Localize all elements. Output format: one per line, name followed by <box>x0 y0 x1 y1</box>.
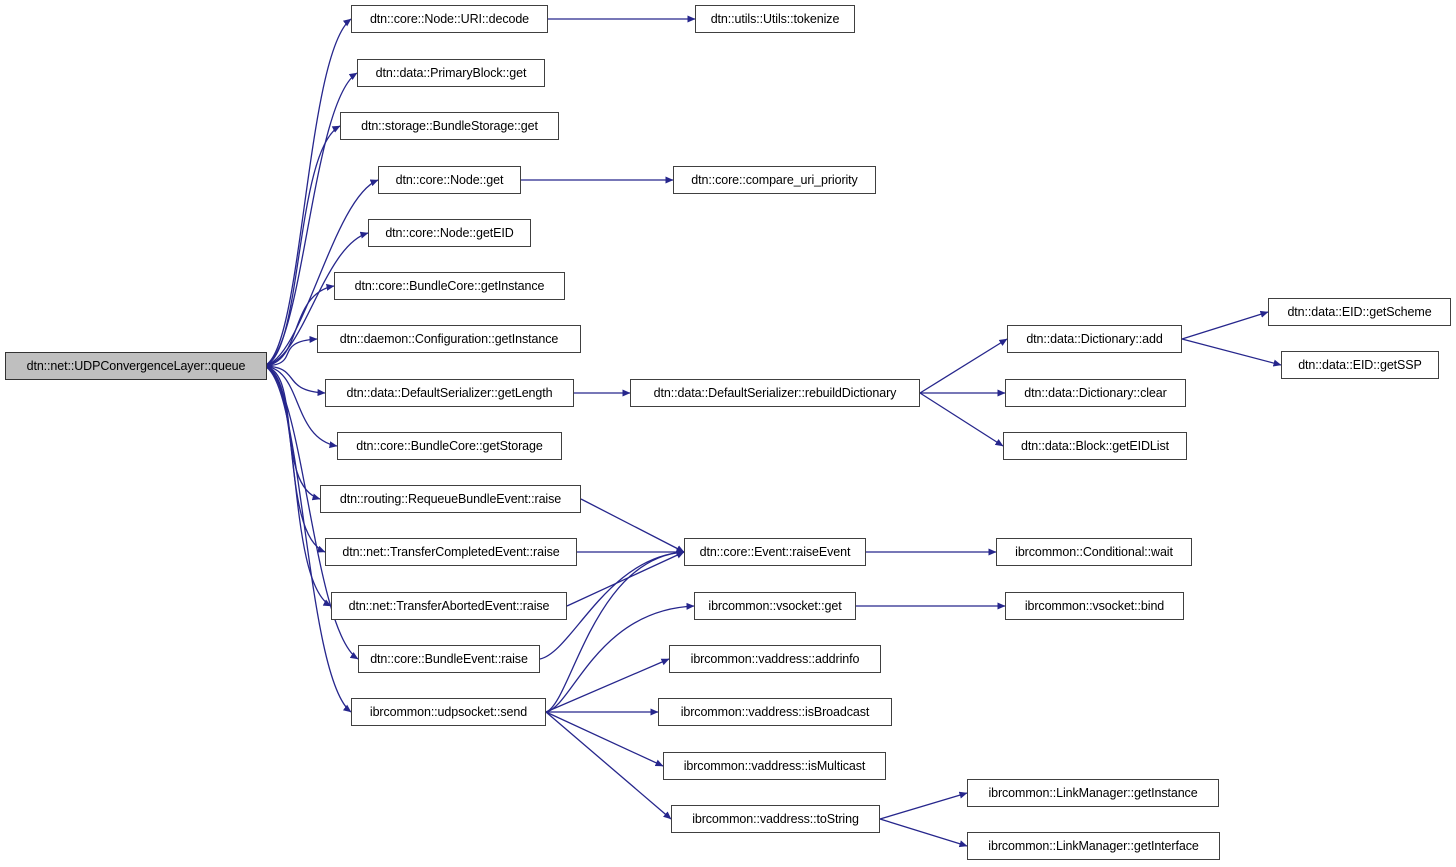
graph-edge-udpsocket_send-to-vaddr_tostring <box>545 711 672 820</box>
graph-node-bundleevent_raise[interactable]: dtn::core::BundleEvent::raise <box>358 645 540 673</box>
graph-node-label: dtn::data::EID::getScheme <box>1287 304 1432 319</box>
graph-node-eid_getssp[interactable]: dtn::data::EID::getSSP <box>1281 351 1439 379</box>
graph-node-vsocket_get[interactable]: ibrcommon::vsocket::get <box>694 592 856 620</box>
graph-node-label: ibrcommon::LinkManager::getInstance <box>988 785 1198 800</box>
graph-edge-queue-to-node_get <box>262 179 379 367</box>
graph-edge-requeue_raise-to-event_raiseevent <box>580 498 685 553</box>
graph-edge-queue-to-node_geteid <box>262 231 369 367</box>
graph-edge-queue-to-ser_getlength <box>262 365 326 397</box>
graph-node-label: dtn::core::Node::get <box>395 172 504 187</box>
graph-node-label: dtn::net::TransferCompletedEvent::raise <box>342 544 560 559</box>
graph-node-node_geteid[interactable]: dtn::core::Node::getEID <box>368 219 531 247</box>
graph-node-bundlestorage_get[interactable]: dtn::storage::BundleStorage::get <box>340 112 559 140</box>
graph-node-event_raiseevent[interactable]: dtn::core::Event::raiseEvent <box>684 538 866 566</box>
graph-edge-udpsocket_send-to-vaddr_addrinfo <box>545 658 670 713</box>
graph-node-config_getinst[interactable]: dtn::daemon::Configuration::getInstance <box>317 325 581 353</box>
graph-node-bundlecore_getstor[interactable]: dtn::core::BundleCore::getStorage <box>337 432 562 460</box>
graph-node-label: dtn::data::Dictionary::add <box>1026 331 1163 346</box>
graph-node-label: dtn::core::BundleCore::getStorage <box>356 438 543 453</box>
graph-node-block_geteidlist[interactable]: dtn::data::Block::getEIDList <box>1003 432 1187 460</box>
graph-node-dict_clear[interactable]: dtn::data::Dictionary::clear <box>1005 379 1186 407</box>
graph-node-compare_uri[interactable]: dtn::core::compare_uri_priority <box>673 166 876 194</box>
graph-node-label: ibrcommon::vaddress::toString <box>692 811 859 826</box>
graph-node-conditional_wait[interactable]: ibrcommon::Conditional::wait <box>996 538 1192 566</box>
graph-node-node_get[interactable]: dtn::core::Node::get <box>378 166 521 194</box>
graph-edge-queue-to-bundlecore_getinst <box>262 283 335 367</box>
graph-node-label: dtn::data::Block::getEIDList <box>1021 438 1169 453</box>
graph-node-requeue_raise[interactable]: dtn::routing::RequeueBundleEvent::raise <box>320 485 581 513</box>
graph-node-uri_decode[interactable]: dtn::core::Node::URI::decode <box>351 5 548 33</box>
graph-node-utils_tokenize[interactable]: dtn::utils::Utils::tokenize <box>695 5 855 33</box>
graph-edge-transferaborted-to-event_raiseevent <box>566 551 685 607</box>
graph-edge-dict_add-to-eid_getssp <box>1181 338 1282 367</box>
graph-node-label: dtn::data::PrimaryBlock::get <box>375 65 527 80</box>
graph-node-lm_getinstance[interactable]: ibrcommon::LinkManager::getInstance <box>967 779 1219 807</box>
graph-node-label: ibrcommon::Conditional::wait <box>1015 544 1173 559</box>
graph-edge-vaddr_tostring-to-lm_getinstance <box>879 791 968 820</box>
graph-edge-queue-to-uri_decode <box>262 18 352 367</box>
graph-edge-rebuild_dict-to-block_geteidlist <box>919 392 1004 447</box>
graph-node-label: dtn::utils::Utils::tokenize <box>710 11 840 26</box>
graph-node-label: dtn::net::TransferAbortedEvent::raise <box>348 598 550 613</box>
graph-node-vaddr_addrinfo[interactable]: ibrcommon::vaddress::addrinfo <box>669 645 881 673</box>
graph-node-label: dtn::core::BundleEvent::raise <box>370 651 528 666</box>
graph-node-label: dtn::core::BundleCore::getInstance <box>354 278 545 293</box>
graph-node-label: dtn::data::DefaultSerializer::getLength <box>346 385 553 400</box>
graph-edge-rebuild_dict-to-dict_add <box>919 338 1008 394</box>
graph-node-vaddr_isbroadcast[interactable]: ibrcommon::vaddress::isBroadcast <box>658 698 892 726</box>
graph-node-bundlecore_getinst[interactable]: dtn::core::BundleCore::getInstance <box>334 272 565 300</box>
graph-node-label: dtn::core::Node::getEID <box>385 225 514 240</box>
graph-node-primaryblock_get[interactable]: dtn::data::PrimaryBlock::get <box>357 59 545 87</box>
graph-node-rebuild_dict[interactable]: dtn::data::DefaultSerializer::rebuildDic… <box>630 379 920 407</box>
graph-edge-udpsocket_send-to-vsocket_get <box>545 602 695 713</box>
graph-edge-queue-to-bundleevent_raise <box>262 365 359 660</box>
graph-edge-queue-to-requeue_raise <box>262 365 321 501</box>
graph-node-label: ibrcommon::vsocket::get <box>708 598 842 613</box>
graph-edge-queue-to-config_getinst <box>262 335 318 367</box>
graph-node-queue[interactable]: dtn::net::UDPConvergenceLayer::queue <box>5 352 267 380</box>
graph-node-label: dtn::core::Event::raiseEvent <box>699 544 851 559</box>
graph-node-label: ibrcommon::vaddress::isMulticast <box>683 758 866 773</box>
graph-edge-dict_add-to-eid_getscheme <box>1181 310 1269 340</box>
graph-node-label: ibrcommon::vsocket::bind <box>1024 598 1165 613</box>
graph-node-label: ibrcommon::LinkManager::getInterface <box>988 838 1199 853</box>
graph-edge-vaddr_tostring-to-lm_getinterface <box>879 818 968 848</box>
graph-node-label: ibrcommon::vaddress::isBroadcast <box>680 704 870 719</box>
graph-node-label: ibrcommon::udpsocket::send <box>369 704 528 719</box>
graph-node-label: dtn::core::Node::URI::decode <box>369 11 530 26</box>
graph-node-transferaborted[interactable]: dtn::net::TransferAbortedEvent::raise <box>331 592 567 620</box>
graph-node-vaddr_tostring[interactable]: ibrcommon::vaddress::toString <box>671 805 880 833</box>
graph-node-transfercompleted[interactable]: dtn::net::TransferCompletedEvent::raise <box>325 538 577 566</box>
graph-node-label: dtn::storage::BundleStorage::get <box>361 118 538 133</box>
graph-edge-udpsocket_send-to-vaddr_ismulticast <box>545 711 664 767</box>
graph-edge-queue-to-bundlestorage_get <box>262 125 341 367</box>
graph-node-lm_getinterface[interactable]: ibrcommon::LinkManager::getInterface <box>967 832 1220 860</box>
graph-node-label: dtn::net::UDPConvergenceLayer::queue <box>26 358 246 373</box>
graph-edge-queue-to-udpsocket_send <box>262 365 352 713</box>
graph-edge-queue-to-bundlecore_getstor <box>262 365 338 449</box>
graph-node-label: dtn::routing::RequeueBundleEvent::raise <box>339 491 562 506</box>
graph-edge-udpsocket_send-to-event_raiseevent <box>545 549 685 713</box>
graph-node-label: dtn::data::Dictionary::clear <box>1024 385 1167 400</box>
graph-node-label: ibrcommon::vaddress::addrinfo <box>690 651 860 666</box>
graph-node-vaddr_ismulticast[interactable]: ibrcommon::vaddress::isMulticast <box>663 752 886 780</box>
graph-node-vsocket_bind[interactable]: ibrcommon::vsocket::bind <box>1005 592 1184 620</box>
graph-node-label: dtn::daemon::Configuration::getInstance <box>339 331 559 346</box>
graph-node-label: dtn::data::EID::getSSP <box>1298 357 1422 372</box>
graph-node-label: dtn::core::compare_uri_priority <box>691 172 858 187</box>
graph-node-ser_getlength[interactable]: dtn::data::DefaultSerializer::getLength <box>325 379 574 407</box>
graph-node-udpsocket_send[interactable]: ibrcommon::udpsocket::send <box>351 698 546 726</box>
graph-node-eid_getscheme[interactable]: dtn::data::EID::getScheme <box>1268 298 1451 326</box>
graph-node-label: dtn::data::DefaultSerializer::rebuildDic… <box>653 385 897 400</box>
graph-node-dict_add[interactable]: dtn::data::Dictionary::add <box>1007 325 1182 353</box>
